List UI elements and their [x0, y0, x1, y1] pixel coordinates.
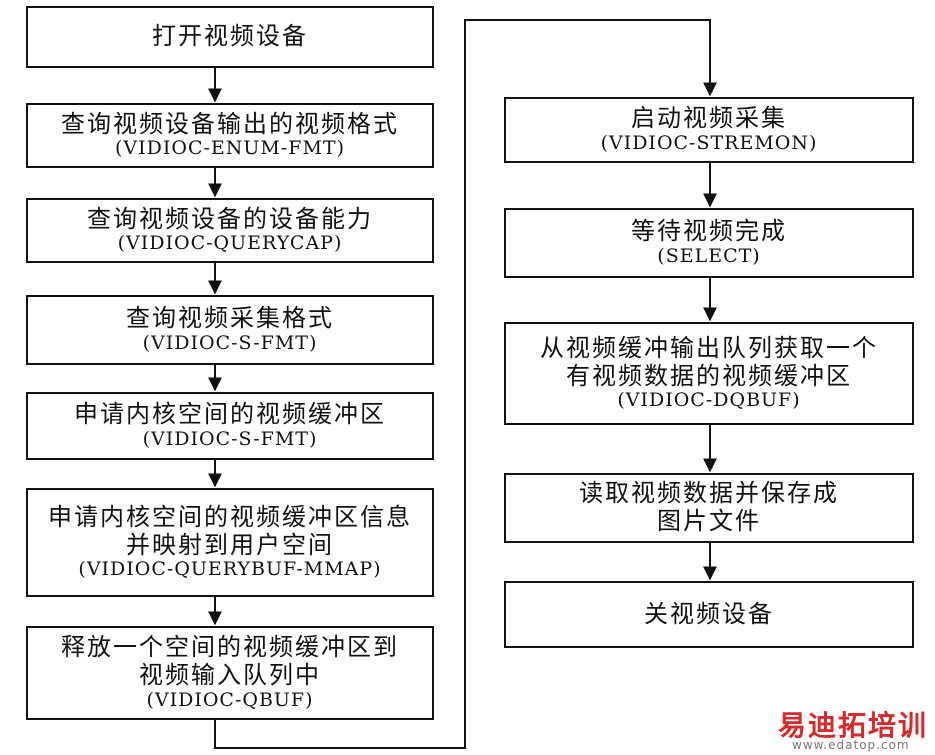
step-code: (VIDIOC-QBUF)	[146, 688, 314, 711]
step-request-buffers: 申请内核空间的视频缓冲区 (VIDIOC-S-FMT)	[26, 392, 434, 460]
step-code: (VIDIOC-DQBUF)	[617, 389, 801, 412]
step-capture-format: 查询视频采集格式 (VIDIOC-S-FMT)	[26, 295, 434, 365]
step-label-line-2: 有视频数据的视频缓冲区	[566, 361, 852, 390]
step-label-line-2: 视频输入队列中	[139, 661, 321, 690]
step-label: 申请内核空间的视频缓冲区	[74, 400, 386, 429]
step-query-buffer-mmap: 申请内核空间的视频缓冲区信息 并映射到用户空间 (VIDIOC-QUERYBUF…	[26, 488, 434, 597]
step-code: (VIDIOC-ENUM-FMT)	[114, 137, 346, 160]
step-open-device: 打开视频设备	[26, 6, 434, 68]
step-label-line-1: 读取视频数据并保存成	[579, 479, 839, 508]
watermark-brand: 易迪拓培训	[778, 709, 929, 742]
step-queue-buffer: 释放一个空间的视频缓冲区到 视频输入队列中 (VIDIOC-QBUF)	[26, 626, 434, 720]
step-label-line-1: 申请内核空间的视频缓冲区信息	[48, 502, 412, 531]
step-label-line-2: 图片文件	[657, 507, 761, 535]
step-code: (SELECT)	[657, 244, 761, 267]
loop-connector	[214, 19, 717, 749]
step-save-image: 读取视频数据并保存成 图片文件	[504, 473, 914, 543]
step-label: 查询视频采集格式	[126, 304, 334, 333]
step-label: 查询视频设备的设备能力	[87, 204, 373, 233]
step-label: 关视频设备	[644, 599, 774, 628]
step-label-line-2: 并映射到用户空间	[126, 530, 334, 559]
step-label: 查询视频设备输出的视频格式	[61, 109, 399, 138]
step-query-format: 查询视频设备输出的视频格式 (VIDIOC-ENUM-FMT)	[26, 103, 434, 168]
step-code: (VIDIOC-S-FMT)	[142, 331, 318, 354]
step-label: 启动视频采集	[631, 104, 787, 133]
watermark-url: www.edatop.com	[792, 738, 910, 752]
step-label: 等待视频完成	[631, 217, 787, 246]
step-query-capability: 查询视频设备的设备能力 (VIDIOC-QUERYCAP)	[26, 198, 434, 263]
step-code: (VIDIOC-QUERYCAP)	[117, 232, 343, 255]
step-label: 打开视频设备	[152, 22, 308, 51]
step-code: (VIDIOC-QUERYBUF-MMAP)	[78, 558, 382, 581]
step-label-line-1: 从视频缓冲输出队列获取一个	[540, 333, 878, 362]
step-stream-on: 启动视频采集 (VIDIOC-STREMON)	[504, 97, 914, 163]
step-dequeue-buffer: 从视频缓冲输出队列获取一个 有视频数据的视频缓冲区 (VIDIOC-DQBUF)	[504, 322, 914, 425]
step-code: (VIDIOC-STREMON)	[600, 131, 818, 154]
step-label-line-1: 释放一个空间的视频缓冲区到	[61, 633, 399, 662]
step-wait-select: 等待视频完成 (SELECT)	[504, 208, 914, 278]
step-code: (VIDIOC-S-FMT)	[142, 427, 318, 450]
step-close-device: 关视频设备	[504, 581, 914, 648]
